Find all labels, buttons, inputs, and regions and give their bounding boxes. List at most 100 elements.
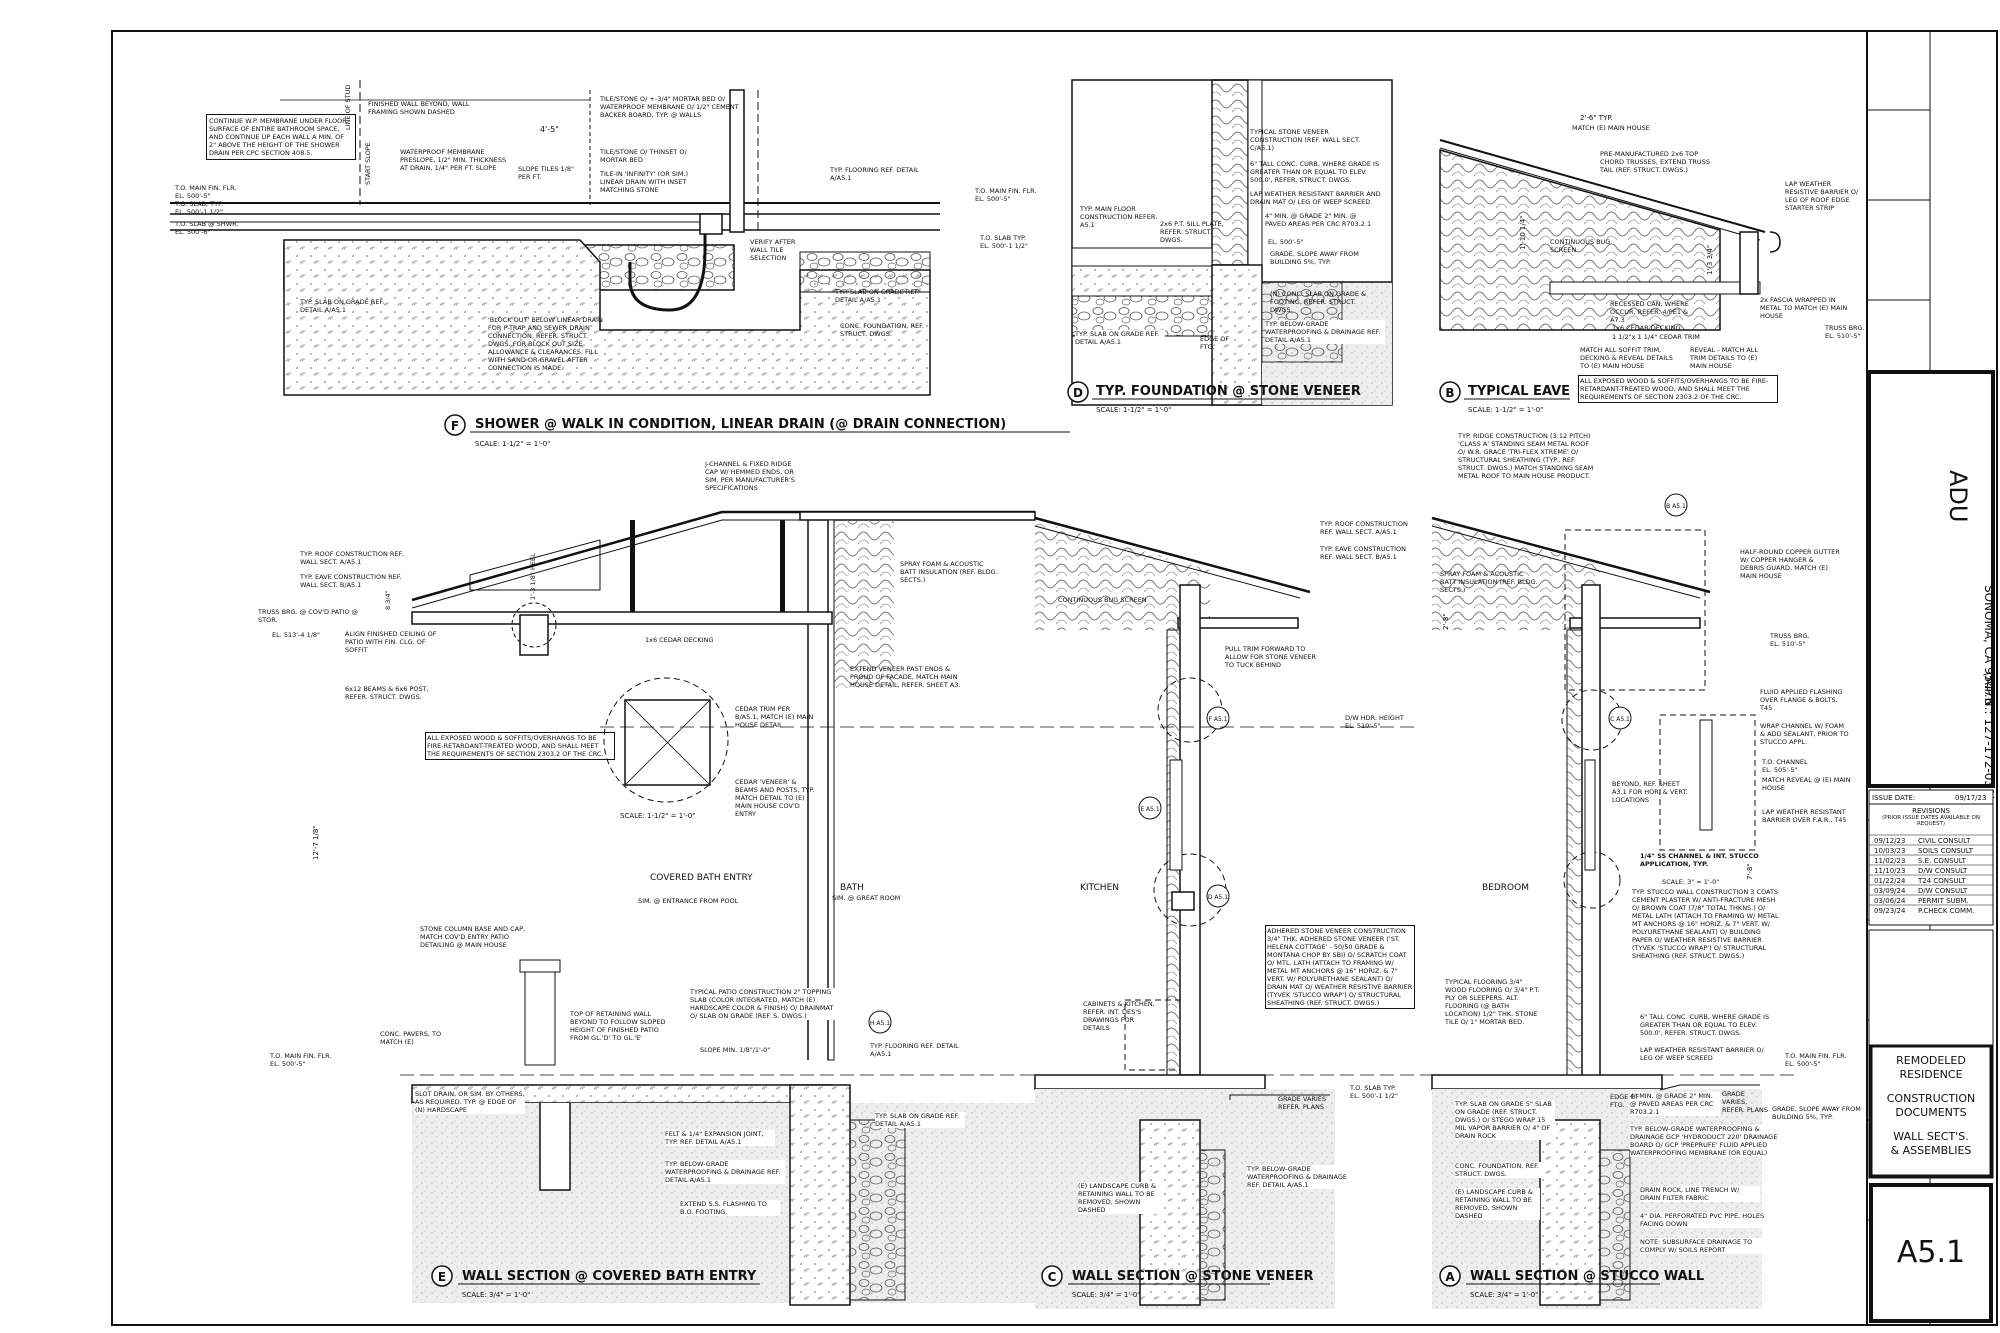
note-e-roof: TYP. ROOF CONSTRUCTION REF. WALL SECT. A…	[300, 550, 404, 566]
note-c-landscape: (E) LANDSCAPE CURB & RETAINING WALL TO B…	[1078, 1182, 1163, 1214]
issue-date: 09/17/23	[1955, 794, 1986, 802]
note-e-patio: TYPICAL PATIO CONSTRUCTION 2" TOPPING SL…	[690, 988, 840, 1020]
note-a-match: MATCH REVEAL @ (E) MAIN HOUSE	[1762, 776, 1851, 792]
dim-a-h2: 2'-8"	[1442, 613, 1450, 630]
note-e-slabgrade: TYP. SLAB ON GRADE REF. DETAIL A/A5.1	[875, 1112, 965, 1128]
detail-c-notes: TYP. ROOF CONSTRUCTION REF. WALL SECT. A…	[1058, 520, 1415, 1214]
elev-a-main-el: EL. 500'-5"	[1785, 1060, 1821, 1068]
note-f-verify: VERIFY AFTER WALL TILE SELECTION	[750, 238, 796, 262]
dim-b-h2: 1'-3 3/4"	[1706, 245, 1714, 275]
room-e-covered: COVERED BATH ENTRY	[650, 873, 753, 883]
room-e-bath-sub: SIM. @ GREAT ROOM	[832, 894, 900, 902]
dim-a-h1: 7'-8"	[1746, 863, 1754, 880]
doc-line-2: DOCUMENTS	[1895, 1106, 1966, 1119]
elev-f-main-el: EL. 500'-5"	[175, 192, 211, 200]
note-e-cedartrim: CEDAR TRIM PER B/A5.1, MATCH (E) MAIN HO…	[735, 705, 814, 729]
note-a-fluid: FLUID APPLIED FLASHING OVER FLANGE & BOL…	[1760, 688, 1843, 712]
note-e-cedar: 1x6 CEDAR DECKING	[645, 636, 713, 644]
note-b-recessed: RECESSED CAN, WHERE OCCUR, REFER. 4/PE1 …	[1610, 300, 1689, 322]
note-c-cabinets: CABINETS & KITCHEN, REFER. INT. DES'S DR…	[1083, 1000, 1155, 1032]
elev-f-slab-el: EL. 500'-1 1/2"	[175, 208, 223, 216]
dim-b-h1: 1'-10 1/4"	[1519, 215, 1527, 250]
title-c: WALL SECTION @ STONE VENEER	[1072, 1269, 1314, 1284]
dim-e-h2: 8 3/4"	[384, 590, 392, 610]
scale-b: SCALE: 1-1/2" = 1'-0"	[1468, 406, 1543, 414]
revision-date: 11/02/23	[1874, 857, 1905, 865]
sheet-title-1: WALL SECT'S.	[1893, 1130, 1968, 1143]
firm-line-2: RESIDENCE	[1899, 1068, 1962, 1081]
note-f-slope: SLOPE TILES 1/8" PER FT.	[518, 165, 574, 181]
elev-b-truss-el: EL. 510'-5"	[1825, 332, 1861, 340]
elev-d-slab: T.O. SLAB TYP.	[979, 234, 1026, 242]
room-a-bedroom: BEDROOM	[1482, 883, 1529, 893]
revision-date: 09/12/23	[1874, 837, 1905, 845]
note-e-below: TYP. BELOW-GRADE WATERPROOFING & DRAINAG…	[665, 1160, 785, 1184]
note-d-veneer: TYPICAL STONE VENEER CONSTRUCTION (REF. …	[1250, 128, 1361, 152]
note-b-truss: PRE-MANUFACTURED 2x6 TOP CHORD TRUSSES, …	[1600, 150, 1710, 174]
room-e-covered-sub: SIM. @ ENTRANCE FROM POOL	[638, 897, 739, 905]
elev-a-truss: TRUSS BRG.	[1769, 632, 1810, 640]
note-c-below: TYP. BELOW-GRADE WATERPROOFING & DRAINAG…	[1247, 1165, 1347, 1189]
note-e-flash: EXTEND S.S. FLASHING TO B.O. FOOTING.	[680, 1200, 780, 1216]
scale-a: SCALE: 3/4" = 1'-0"	[1470, 1291, 1538, 1299]
detail-a-section	[1431, 516, 1762, 1309]
dim-e-heel: 1'-3 1/8" HEEL	[529, 553, 537, 600]
title-e: WALL SECTION @ COVERED BATH ENTRY	[462, 1269, 757, 1284]
note-f-finished-wall: FINISHED WALL BEYOND, WALL FRAMING SHOWN…	[368, 100, 470, 116]
note-b-trim: 1 1/2"x 1 1/4" CEDAR TRIM	[1612, 333, 1700, 341]
note-a-stucco: TYP. STUCCO WALL CONSTRUCTION 3 COATS CE…	[1632, 888, 1782, 960]
note-b-reveal: REVEAL - MATCH ALL TRIM DETAILS TO (E) M…	[1690, 346, 1759, 370]
revision-desc: SOILS CONSULT	[1918, 847, 1974, 855]
label-f-line-of-stud: LINE OF STUD	[344, 85, 352, 130]
detail-f-title: F SHOWER @ WALK IN CONDITION, LINEAR DRA…	[444, 414, 1070, 448]
detail-f-notes: CONTINUE W.P. MEMBRANE UNDER FLOOR SURFA…	[174, 85, 924, 372]
sheet-border	[111, 30, 1998, 1326]
note-f-slab-grade-2: TYP. SLAB ON GRADE REF. DETAIL A/A5.1	[835, 288, 920, 304]
elev-e-truss-el: EL. 513'-4 1/8"	[272, 631, 320, 639]
note-f-tilein: TILE-IN 'INFINITY' (OR SIM.) LINEAR DRAI…	[600, 170, 689, 194]
revision-date: 01/22/24	[1874, 877, 1906, 885]
callout-f: F A5.1	[1208, 716, 1227, 723]
note-e-exposed: ALL EXPOSED WOOD & SOFFITS/OVERHANGS TO …	[425, 732, 615, 760]
note-a-drainrock: DRAIN ROCK, LINE TRENCH W/ DRAIN FILTER …	[1640, 1186, 1760, 1202]
title-d: TYP. FOUNDATION @ STONE VENEER	[1096, 384, 1361, 399]
note-b-bug: CONTINUOUS BUG SCREEN	[1550, 238, 1611, 254]
note-a-slabgrade: TYP. SLAB ON GRADE 5" SLAB ON GRADE (REF…	[1455, 1100, 1555, 1140]
project-address: SONOMA, CA 95476	[1982, 585, 1996, 705]
sheet-title-2: & ASSEMBLIES	[1891, 1144, 1972, 1157]
note-b-exposed: ALL EXPOSED WOOD & SOFFITS/OVERHANGS TO …	[1578, 375, 1778, 403]
revision-desc: PERMIT SUBM.	[1918, 897, 1969, 905]
revision-desc: CIVIL CONSULT	[1918, 837, 1971, 845]
scale-e: SCALE: 3/4" = 1'-0"	[462, 1291, 530, 1299]
note-a-beyond: BEYOND, REF. SHEET A3.1 FOR HOR. & VERT.…	[1612, 780, 1688, 804]
note-d-floor: TYP. MAIN FLOOR CONSTRUCTION REFER. A5.1	[1080, 205, 1158, 229]
note-d-below: TYP. BELOW-GRADE WATERPROOFING & DRAINAG…	[1265, 320, 1385, 344]
note-a-spray: SPRAY FOAM & ACOUSTIC BATT INSULATION (R…	[1440, 570, 1538, 594]
detail-d-title: D TYP. FOUNDATION @ STONE VENEER SCALE: …	[1067, 381, 1361, 414]
note-e-extend: EXTEND VENEER PAST ENDS & PROUD OF FACAD…	[850, 665, 961, 689]
note-a-landscape: (E) LANDSCAPE CURB & RETAINING WALL TO B…	[1455, 1188, 1540, 1220]
note-e-pavers: CONC. PAVERS, TO MATCH (E)	[380, 1030, 442, 1046]
note-c-adhered: ADHERED STONE VENEER CONSTRUCTION 3/4" T…	[1265, 925, 1415, 1009]
callout-b: B A5.1	[1666, 503, 1686, 510]
project-name: ADU	[1944, 470, 1972, 522]
note-e-flooring: TYP. FLOORING REF. DETAIL A/A5.1	[870, 1042, 960, 1058]
note-e-jchannel: J-CHANNEL & FIXED RIDGE CAP W/ HEMMED EN…	[705, 460, 795, 492]
detail-b-notes: 2'-6" TYP. MATCH (E) MAIN HOUSE PRE-MANU…	[1519, 114, 1865, 403]
note-c-eave: TYP. EAVE CONSTRUCTION REF. WALL SECT. B…	[1320, 545, 1407, 561]
note-a-slope: GRADE, SLOPE AWAY FROM BUILDING 5%, TYP.	[1772, 1105, 1861, 1121]
elev-e-truss: TRUSS BRG. @ COV'D PATIO @ STOR.	[258, 608, 359, 624]
detail-b-title: B TYPICAL EAVE SCALE: 1-1/2" = 1'-0"	[1439, 381, 1570, 414]
note-a-paved: 4" MIN. @ GRADE 2" MIN. @ PAVED AREAS PE…	[1630, 1092, 1720, 1116]
note-b-lap: LAP WEATHER RESISTIVE BARRIER O/ LEG OF …	[1785, 180, 1859, 212]
note-d-slabgrade: TYP. SLAB ON GRADE REF. DETAIL A/A5.1	[1075, 330, 1165, 346]
note-a-edge: EDGE OF FTG.	[1610, 1093, 1640, 1109]
revision-date: 03/06/24	[1874, 897, 1906, 905]
note-c-roof: TYP. ROOF CONSTRUCTION REF. WALL SECT. A…	[1320, 520, 1408, 536]
tag-e: E	[438, 1270, 446, 1284]
note-c-pull: PULL TRIM FORWARD TO ALLOW FOR STONE VEN…	[1225, 645, 1316, 669]
elev-f-shwr: T.O. SLAB @ SHWR.	[174, 220, 238, 228]
elev-c-slab: T.O. SLAB TYP.	[1349, 1084, 1396, 1092]
